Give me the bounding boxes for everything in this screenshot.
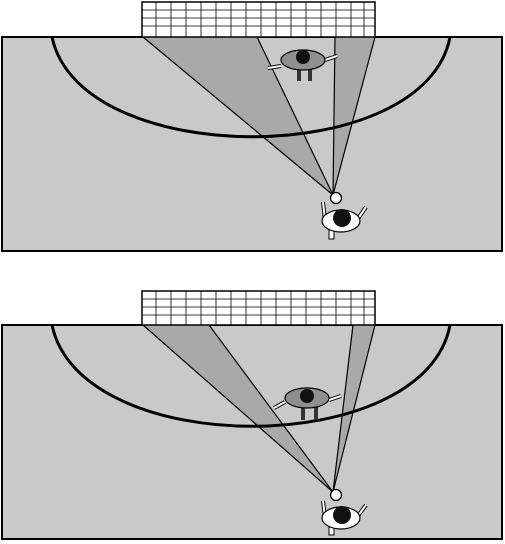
goal-area-line-top xyxy=(50,36,452,139)
ball-icon-top xyxy=(329,191,343,205)
angle-lines-bottom xyxy=(142,324,376,493)
panel-bottom xyxy=(1,290,503,540)
goal-net-icon-bottom xyxy=(141,290,376,326)
goal-net-icon-top xyxy=(141,1,376,38)
goal-area-line-bottom xyxy=(50,324,452,428)
attacker-player-icon-bottom xyxy=(321,500,368,536)
defender-player-icon-bottom xyxy=(273,387,342,420)
attacker-player-icon-top xyxy=(321,201,368,240)
defender-player-icon-top xyxy=(267,49,338,81)
court-bottom xyxy=(1,324,503,540)
ball-icon-bottom xyxy=(329,488,343,502)
angle-lines-top xyxy=(142,36,376,196)
panel-top xyxy=(1,1,503,252)
